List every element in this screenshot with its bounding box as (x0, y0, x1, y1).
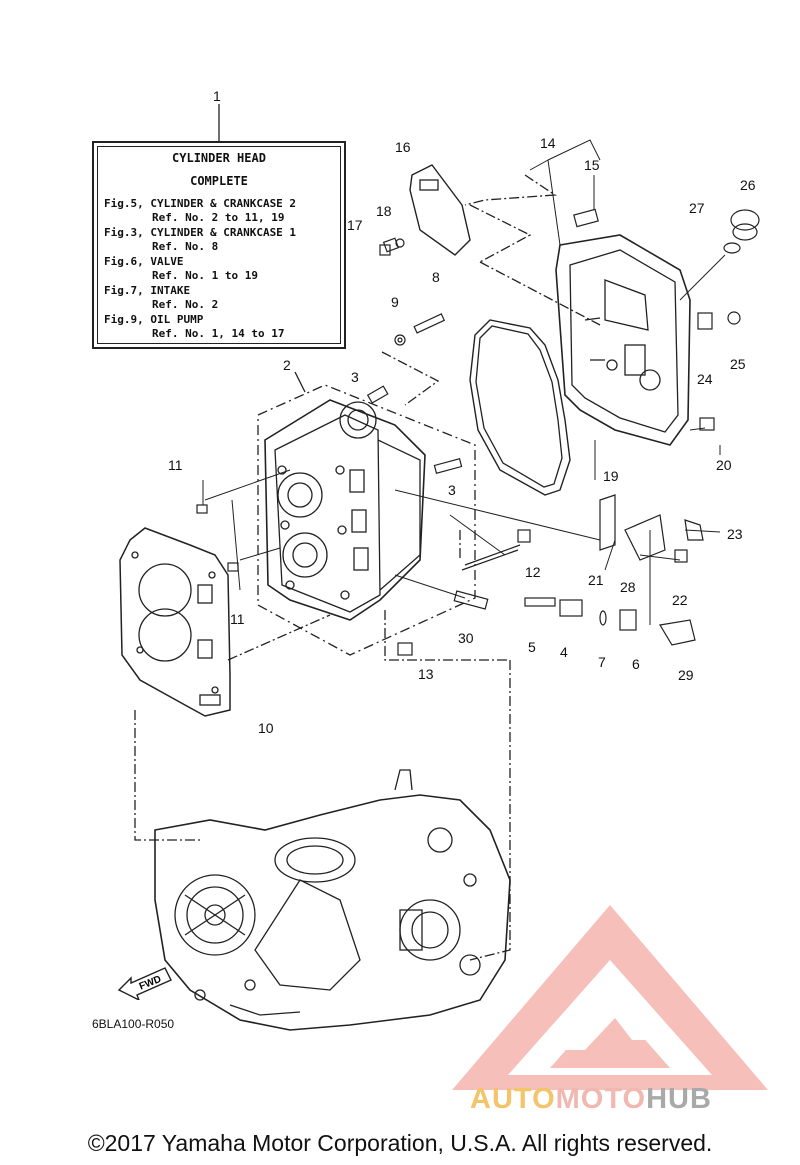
callout-23: 23 (727, 526, 743, 542)
watermark-part3: HUB (646, 1083, 712, 1115)
callout-20: 20 (716, 457, 732, 473)
reference-line: Ref. No. 1 to 19 (152, 269, 258, 282)
callout-25: 25 (730, 356, 746, 372)
callout-9: 9 (391, 294, 399, 310)
fwd-arrow-icon: FWD (117, 967, 172, 1000)
watermark-part1: AUTO (470, 1083, 556, 1115)
watermark-text: AUTOMOTOHUB (470, 1083, 712, 1116)
callout-2: 2 (283, 357, 291, 373)
reference-line: Ref. No. 2 to 11, 19 (152, 211, 285, 224)
callout-26: 26 (740, 177, 756, 193)
reference-line: Fig.9, OIL PUMP (104, 313, 204, 326)
head-gasket (119, 527, 231, 717)
reference-title: CYLINDER HEAD (172, 151, 266, 165)
head-cover-gasket (469, 319, 571, 496)
callout-11: 11 (230, 611, 245, 627)
callout-3: 3 (351, 369, 359, 385)
callout-15: 15 (584, 157, 600, 173)
callout-1: 1 (213, 88, 221, 104)
callout-6: 6 (632, 656, 640, 672)
cover-plate (409, 164, 471, 256)
callout-10: 10 (258, 720, 274, 736)
reference-line: Ref. No. 8 (152, 240, 219, 253)
callout-24: 24 (697, 371, 713, 387)
small-parts (196, 208, 760, 656)
callout-29: 29 (678, 667, 694, 683)
reference-line: Fig.6, VALVE (104, 255, 184, 268)
watermark-logo (452, 905, 768, 1090)
cylinder-head (264, 399, 426, 621)
callout-18: 18 (376, 203, 392, 219)
callout-3: 3 (448, 482, 456, 498)
diagram-part-code: 6BLA100-R050 (92, 1017, 175, 1031)
callout-30: 30 (458, 630, 474, 646)
reference-line: Ref. No. 1, 14 to 17 (152, 327, 285, 340)
reference-box: CYLINDER HEAD COMPLETE Fig.5, CYLINDER &… (92, 141, 346, 349)
watermark-part2: MOTO (555, 1083, 647, 1115)
callout-14: 14 (540, 135, 556, 151)
callout-7: 7 (598, 654, 606, 670)
callout-8: 8 (432, 269, 440, 285)
callout-5: 5 (528, 639, 536, 655)
reference-line: Fig.7, INTAKE (104, 284, 191, 297)
cylinder-head-cover (555, 234, 691, 446)
reference-subtitle: COMPLETE (190, 174, 248, 188)
callout-13: 13 (418, 666, 434, 682)
callout-27: 27 (689, 200, 705, 216)
callout-21: 21 (588, 572, 604, 588)
callout-17: 17 (347, 217, 363, 233)
callout-16: 16 (395, 139, 411, 155)
reference-line: Fig.5, CYLINDER & CRANKCASE 2 (104, 197, 297, 210)
callout-12: 12 (525, 564, 541, 580)
callout-11: 11 (168, 457, 183, 473)
crankcase (154, 769, 511, 1031)
callout-22: 22 (672, 592, 688, 608)
callout-4: 4 (560, 644, 568, 660)
callout-28: 28 (620, 579, 636, 595)
copyright-notice: ©2017 Yamaha Motor Corporation, U.S.A. A… (87, 1130, 713, 1156)
callout-19: 19 (603, 468, 619, 484)
callout-labels: 1 2 3 3 4 5 6 7 8 9 10 11 11 12 13 14 15… (168, 88, 756, 736)
reference-line: Fig.3, CYLINDER & CRANKCASE 1 (104, 226, 297, 239)
reference-line: Ref. No. 2 (152, 298, 219, 311)
